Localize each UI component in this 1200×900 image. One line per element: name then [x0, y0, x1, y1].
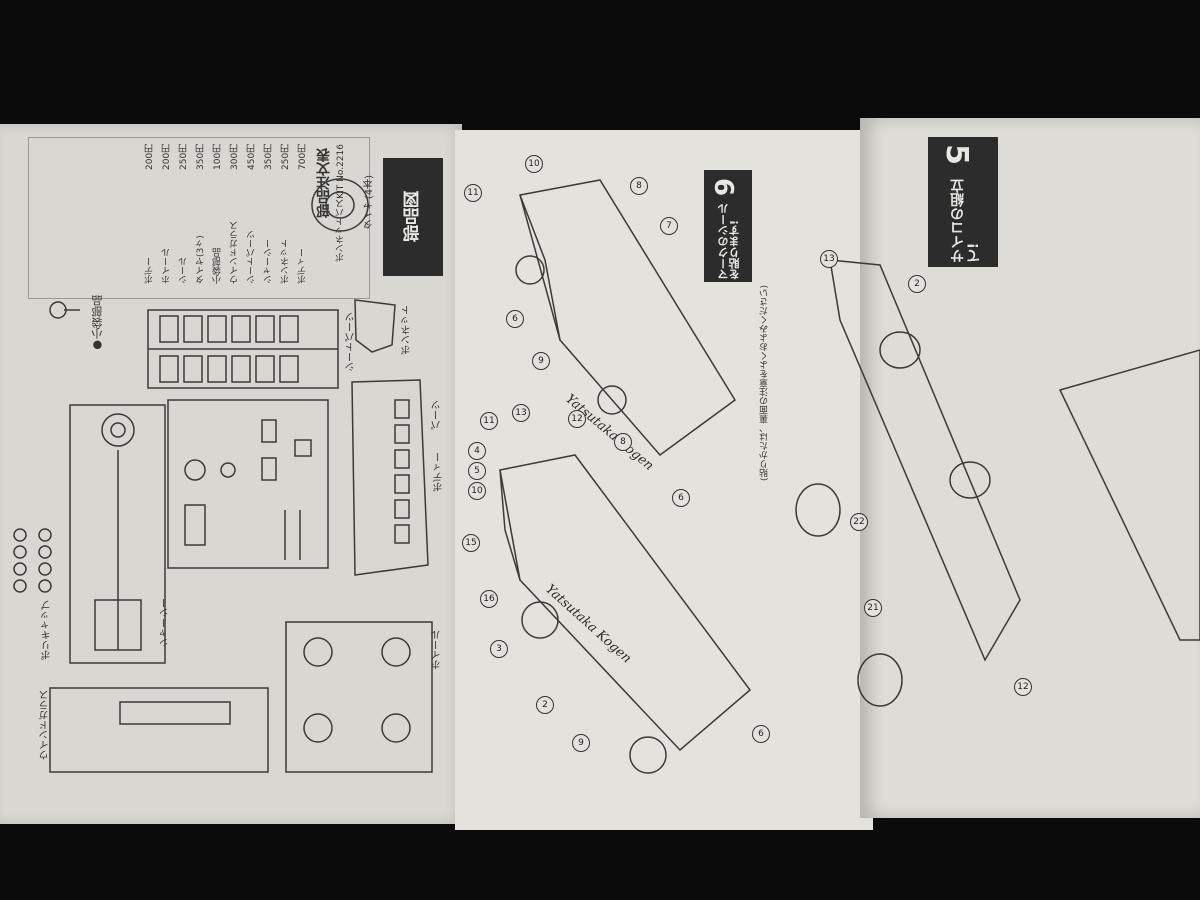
- step6-callout-6: 6: [506, 310, 524, 328]
- step6-callout-8: 8: [630, 177, 648, 195]
- wheel-sprue-drawing: [285, 621, 433, 773]
- step6-callout-6: 6: [672, 489, 690, 507]
- instruction-sheet-middle-panel: [455, 130, 873, 830]
- step6-callout-9: 9: [532, 352, 550, 370]
- step5-callout-2: 2: [908, 275, 926, 293]
- step6-title: 6 マークのシールを貼ります!: [704, 170, 752, 282]
- step5-callout-22: 22: [850, 513, 868, 531]
- window-glass-drawing: [49, 687, 269, 773]
- step6-callout-6: 6: [752, 725, 770, 743]
- body-drawing: [351, 379, 429, 576]
- screw-drawing: [49, 301, 67, 319]
- bus-script-upper: Yatsutaka Kogen: [562, 392, 656, 474]
- step6-callout-3: 3: [490, 640, 508, 658]
- step5-tire-drawing: [795, 483, 841, 537]
- step6-callout-8: 8: [614, 433, 632, 451]
- step5-callout-13: 13: [820, 250, 838, 268]
- step6-callout-11: 11: [464, 184, 482, 202]
- step6-callout-5: 5: [468, 462, 486, 480]
- step6-callout-11: 11: [480, 412, 498, 430]
- step6-callout-10: 10: [525, 155, 543, 173]
- small-parts-sprue-drawing: [167, 399, 329, 569]
- step6-callout-7: 7: [660, 217, 678, 235]
- step6-callout-2: 2: [536, 696, 554, 714]
- bonnet-drawing: [354, 299, 396, 353]
- step6-callout-4: 4: [468, 442, 486, 460]
- step6-upper-bus-drawing: [519, 179, 737, 457]
- step5-callout-12: 12: [1014, 678, 1032, 696]
- step6-callout-16: 16: [480, 590, 498, 608]
- step5-chassis-drawing: [829, 259, 1021, 662]
- step5-title: 5 サイコの組立て!: [928, 137, 998, 267]
- bus-script-lower: Yatsutaka Kogen: [542, 582, 634, 667]
- instruction-sheet-right-panel: [860, 118, 1200, 818]
- step6-callout-15: 15: [462, 534, 480, 552]
- step6-lower-bus-drawing: [499, 454, 752, 752]
- poly-cap-drawing: [13, 528, 27, 542]
- step6-callout-13: 13: [512, 404, 530, 422]
- chassis-drawing: [69, 404, 166, 664]
- step6-callout-10: 10: [468, 482, 486, 500]
- step5-body-drawing: [1058, 349, 1200, 641]
- step6-callout-12: 12: [568, 410, 586, 428]
- step5-callout-21: 21: [864, 599, 882, 617]
- tire-drawing: [311, 178, 369, 232]
- step6-callout-9: 9: [572, 734, 590, 752]
